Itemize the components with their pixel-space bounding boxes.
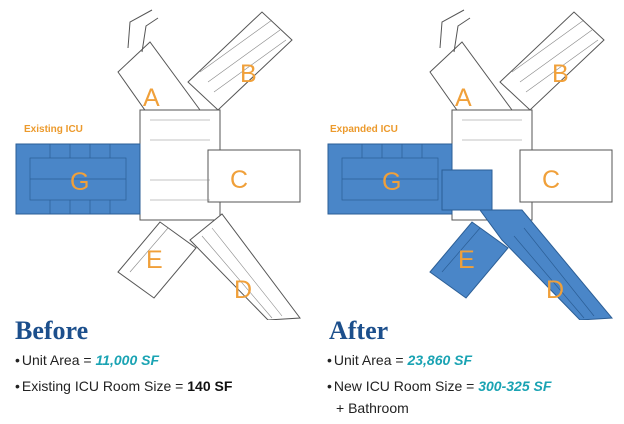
wing-label-a: A [455, 84, 472, 112]
floor-plan-before: B A C G E D [15, 9, 301, 320]
unit-area-value: 11,000 SF [95, 352, 160, 368]
before-heading: Before [15, 316, 89, 345]
bullet-label: Unit Area = [333, 352, 408, 368]
floor-plan-after: B A C G E D [327, 9, 614, 320]
wing-d-outline [189, 213, 301, 320]
bathroom-note: + Bathroom [336, 400, 409, 416]
wing-label-c: C [542, 166, 560, 194]
icu-connector [441, 169, 493, 211]
wing-label-e: E [458, 246, 475, 274]
bullet-label: Existing ICU Room Size = [21, 378, 188, 394]
wing-b-outline [187, 11, 293, 111]
wing-label-d: D [546, 276, 564, 304]
after-panel: B A C G E D Expanded ICU After •Unit Are… [312, 0, 624, 424]
icu-zone-e [429, 221, 509, 299]
wing-label-g: G [70, 168, 89, 196]
wing-e-outline [117, 221, 197, 299]
bullet-unit-area: •Unit Area = 23,860 SF [327, 352, 473, 368]
wing-c-outline [519, 149, 613, 203]
after-heading: After [329, 316, 389, 345]
core-outline [139, 109, 221, 221]
wing-label-a: A [143, 84, 160, 112]
unit-area-value: 23,860 SF [407, 352, 473, 368]
room-size-value: 140 SF [187, 378, 233, 394]
bullet-room-size: •Existing ICU Room Size = 140 SF [15, 378, 233, 394]
wing-label-b: B [240, 60, 257, 88]
bullet-unit-area: •Unit Area = 11,000 SF [15, 352, 160, 368]
wing-b-outline [499, 11, 605, 111]
bullet-label: New ICU Room Size = [333, 378, 479, 394]
room-size-value: 300-325 SF [478, 378, 552, 394]
wing-label-c: C [230, 166, 248, 194]
icu-label: Existing ICU [24, 124, 83, 135]
wing-label-d: D [234, 276, 252, 304]
wing-label-b: B [552, 60, 569, 88]
icu-label: Expanded ICU [330, 124, 398, 135]
wing-label-e: E [146, 246, 163, 274]
bullet-label: Unit Area = [21, 352, 96, 368]
bullet-room-size: •New ICU Room Size = 300-325 SF [327, 378, 552, 394]
wing-label-g: G [382, 168, 401, 196]
before-panel: B A C G E D Existing ICU Before •Unit Ar… [15, 9, 301, 394]
wing-c-outline [207, 149, 301, 203]
icu-zone-d [479, 209, 614, 320]
